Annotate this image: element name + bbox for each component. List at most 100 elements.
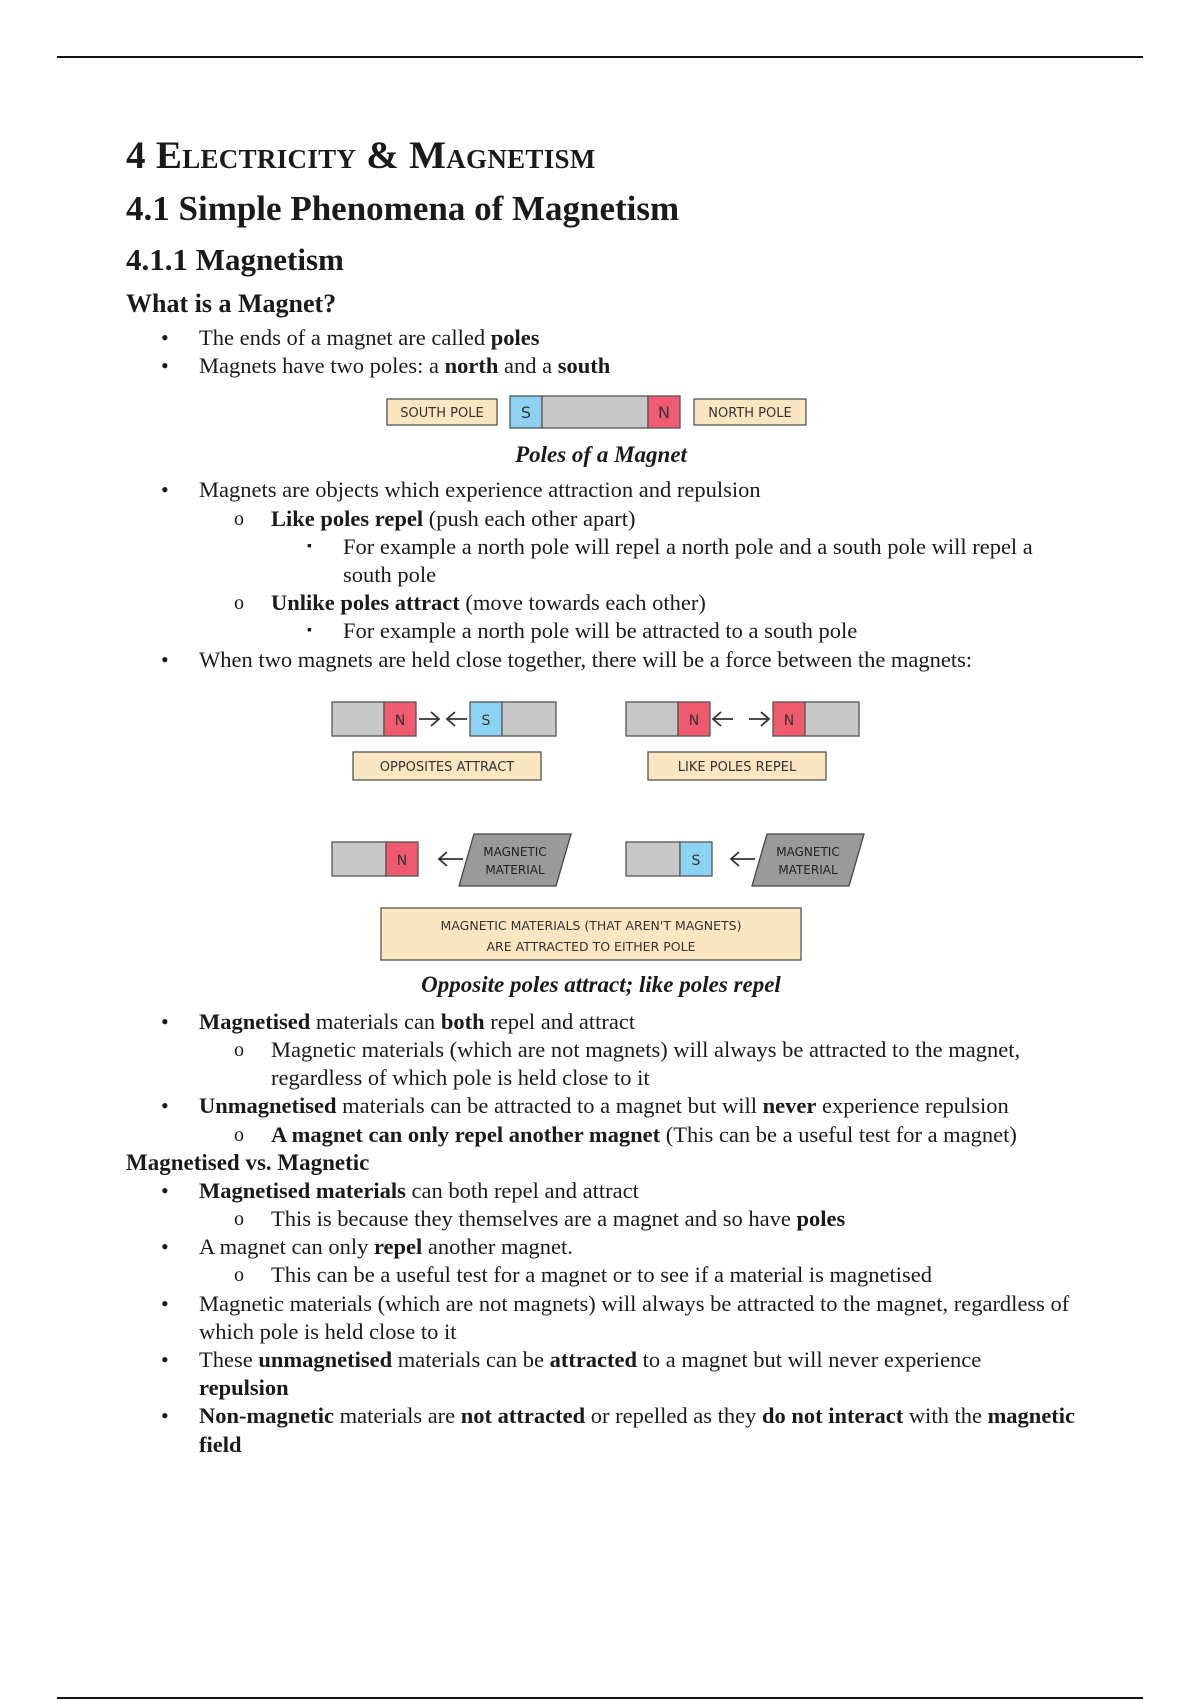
- bold-text: poles: [796, 1206, 846, 1232]
- text: (move towards each other): [459, 590, 706, 616]
- section-heading: 4.1 Simple Phenomena of Magnetism: [126, 189, 680, 228]
- bold-text: poles: [490, 325, 540, 350]
- text: Magnetic materials (which are not magnet…: [271, 1037, 1021, 1091]
- magnet-n-letter: N: [658, 403, 670, 422]
- list-item: •A magnet can only repel another magnet.: [126, 1233, 1076, 1261]
- magnet-north-end: [647, 395, 681, 430]
- bold-text: Like poles repel: [271, 505, 424, 531]
- bullet-marker: ▪: [307, 538, 312, 554]
- bold-text: attracted: [549, 1347, 638, 1373]
- south-pole-label: SOUTH POLE: [400, 406, 483, 421]
- list-item: • Non-magnetic materials are not attracte…: [126, 1402, 1076, 1458]
- forces-diagram: N S OPPOSITES ATTRACT N N LIKE POLES REP…: [331, 701, 865, 961]
- magnet-c-n-letter: N: [689, 713, 699, 729]
- bold-text: not attracted: [460, 1403, 586, 1429]
- what-is-magnet-heading: What is a Magnet?: [126, 289, 337, 318]
- bullet-marker: •: [161, 1347, 169, 1373]
- repel-arrow-right: [749, 711, 771, 727]
- bold-text: Non-magnetic: [199, 1403, 334, 1429]
- bullet-marker: o: [234, 1208, 244, 1231]
- list-item: • Unmagnetised materials can be attracted…: [126, 1092, 1076, 1120]
- text: or repelled as they: [585, 1403, 762, 1429]
- list-item: o This can be a useful test for a magnet …: [126, 1261, 1076, 1289]
- comparison-list: •Magnetised materials can both repel and…: [126, 1177, 1076, 1459]
- bullet-marker: •: [161, 477, 169, 503]
- list-item: •Magnetic materials (which are not magne…: [126, 1290, 1076, 1346]
- bullet-marker: o: [234, 1123, 244, 1146]
- like-poles-label-box: [647, 751, 827, 781]
- subsection-heading: 4.1.1 Magnetism: [126, 242, 344, 277]
- material-arrow-left-b: [729, 851, 755, 867]
- attraction-list: •Magnets are objects which experience at…: [126, 476, 1076, 673]
- text: These: [199, 1347, 259, 1373]
- text: and a: [498, 353, 558, 379]
- bold-text: repulsion: [199, 1375, 289, 1401]
- magnet-e-n-letter: N: [397, 853, 407, 869]
- text: This can be a useful test for a magnet o…: [271, 1262, 933, 1288]
- text: For example a north pole will repel a no…: [343, 533, 1033, 588]
- note-line2: ARE ATTRACTED TO EITHER POLE: [487, 939, 696, 954]
- list-item: •These unmagnetised materials can be att…: [126, 1346, 1076, 1402]
- bullet-marker: •: [161, 1177, 169, 1203]
- bold-text: A magnet can only repel another magnet: [271, 1121, 661, 1147]
- magnet-a-north: [383, 701, 417, 737]
- text: (This can be a useful test for a magnet): [660, 1121, 1017, 1147]
- text: to a magnet but will never experience: [637, 1347, 982, 1373]
- opposites-label: OPPOSITES ATTRACT: [380, 760, 515, 775]
- text: The ends of a magnet are called: [199, 325, 491, 350]
- chapter-heading: 4 Electricity & Magnetism: [126, 130, 1076, 182]
- top-rule: [57, 56, 1143, 58]
- magnet-a-body: [331, 701, 385, 737]
- bold-text: repel: [373, 1234, 423, 1260]
- magnet-d-n-letter: N: [784, 713, 794, 729]
- material-a-line1: MAGNETIC: [483, 845, 546, 859]
- intro-list: • The ends of a magnet are called poles • M…: [126, 324, 1076, 380]
- text: For example a north pole will be attract…: [343, 618, 858, 644]
- text: materials can: [310, 1008, 441, 1034]
- text: Magnets have two poles: a: [199, 353, 445, 379]
- text: Magnetic materials (which are not magnet…: [199, 1290, 1070, 1344]
- document-body: 4 Electricity & Magnetism 4.1 Simple Phe…: [126, 130, 1076, 1459]
- poles-diagram: SOUTH POLE S N NORTH POLE: [386, 395, 807, 430]
- text: can both repel and attract: [405, 1177, 639, 1203]
- bullet-marker: •: [161, 1093, 169, 1119]
- magnet-b-body: [501, 701, 557, 737]
- bullet-marker: o: [234, 592, 244, 615]
- repel-arrow-left: [711, 711, 733, 727]
- text: experience repulsion: [816, 1093, 1009, 1119]
- text: materials are: [333, 1403, 461, 1429]
- magnet-body: [541, 395, 649, 430]
- text: When two magnets are held close together…: [199, 646, 973, 672]
- bullet-marker: •: [161, 1008, 169, 1034]
- bullet-marker: •: [161, 1403, 169, 1429]
- poles-figure: SOUTH POLE S N NORTH POLE: [386, 390, 816, 438]
- chapter-number: 4: [126, 134, 146, 177]
- material-b-line2: MATERIAL: [778, 863, 838, 877]
- magnet-c-north: [677, 701, 711, 737]
- bullet-marker: o: [234, 1264, 244, 1287]
- bold-text: never: [762, 1093, 817, 1119]
- south-pole-label-box: [386, 398, 498, 427]
- magnet-d-north: [772, 701, 806, 737]
- bullet-marker: •: [161, 325, 169, 350]
- bullet-marker: •: [161, 1234, 169, 1260]
- magnet-b-south: [469, 701, 503, 737]
- bottom-rule: [57, 1697, 1143, 1699]
- bold-text: Unmagnetised: [199, 1093, 337, 1119]
- text: materials can be attracted to a magnet b…: [336, 1093, 763, 1119]
- text: another magnet.: [422, 1234, 573, 1260]
- note-box: [380, 907, 802, 961]
- list-item: •Magnetised materials can both repel and…: [126, 1177, 1076, 1205]
- north-pole-label: NORTH POLE: [708, 406, 791, 421]
- bullet-marker: •: [161, 353, 169, 379]
- bold-text: north: [444, 353, 499, 379]
- magnet-s-letter: S: [521, 403, 531, 422]
- list-item: ▪For example a north pole will be attrac…: [126, 617, 1076, 645]
- list-item: ▪ For example a north pole will repel a n…: [126, 533, 1076, 589]
- magnetic-material-a: [458, 833, 572, 887]
- list-item: •When two magnets are held close togethe…: [126, 646, 1076, 674]
